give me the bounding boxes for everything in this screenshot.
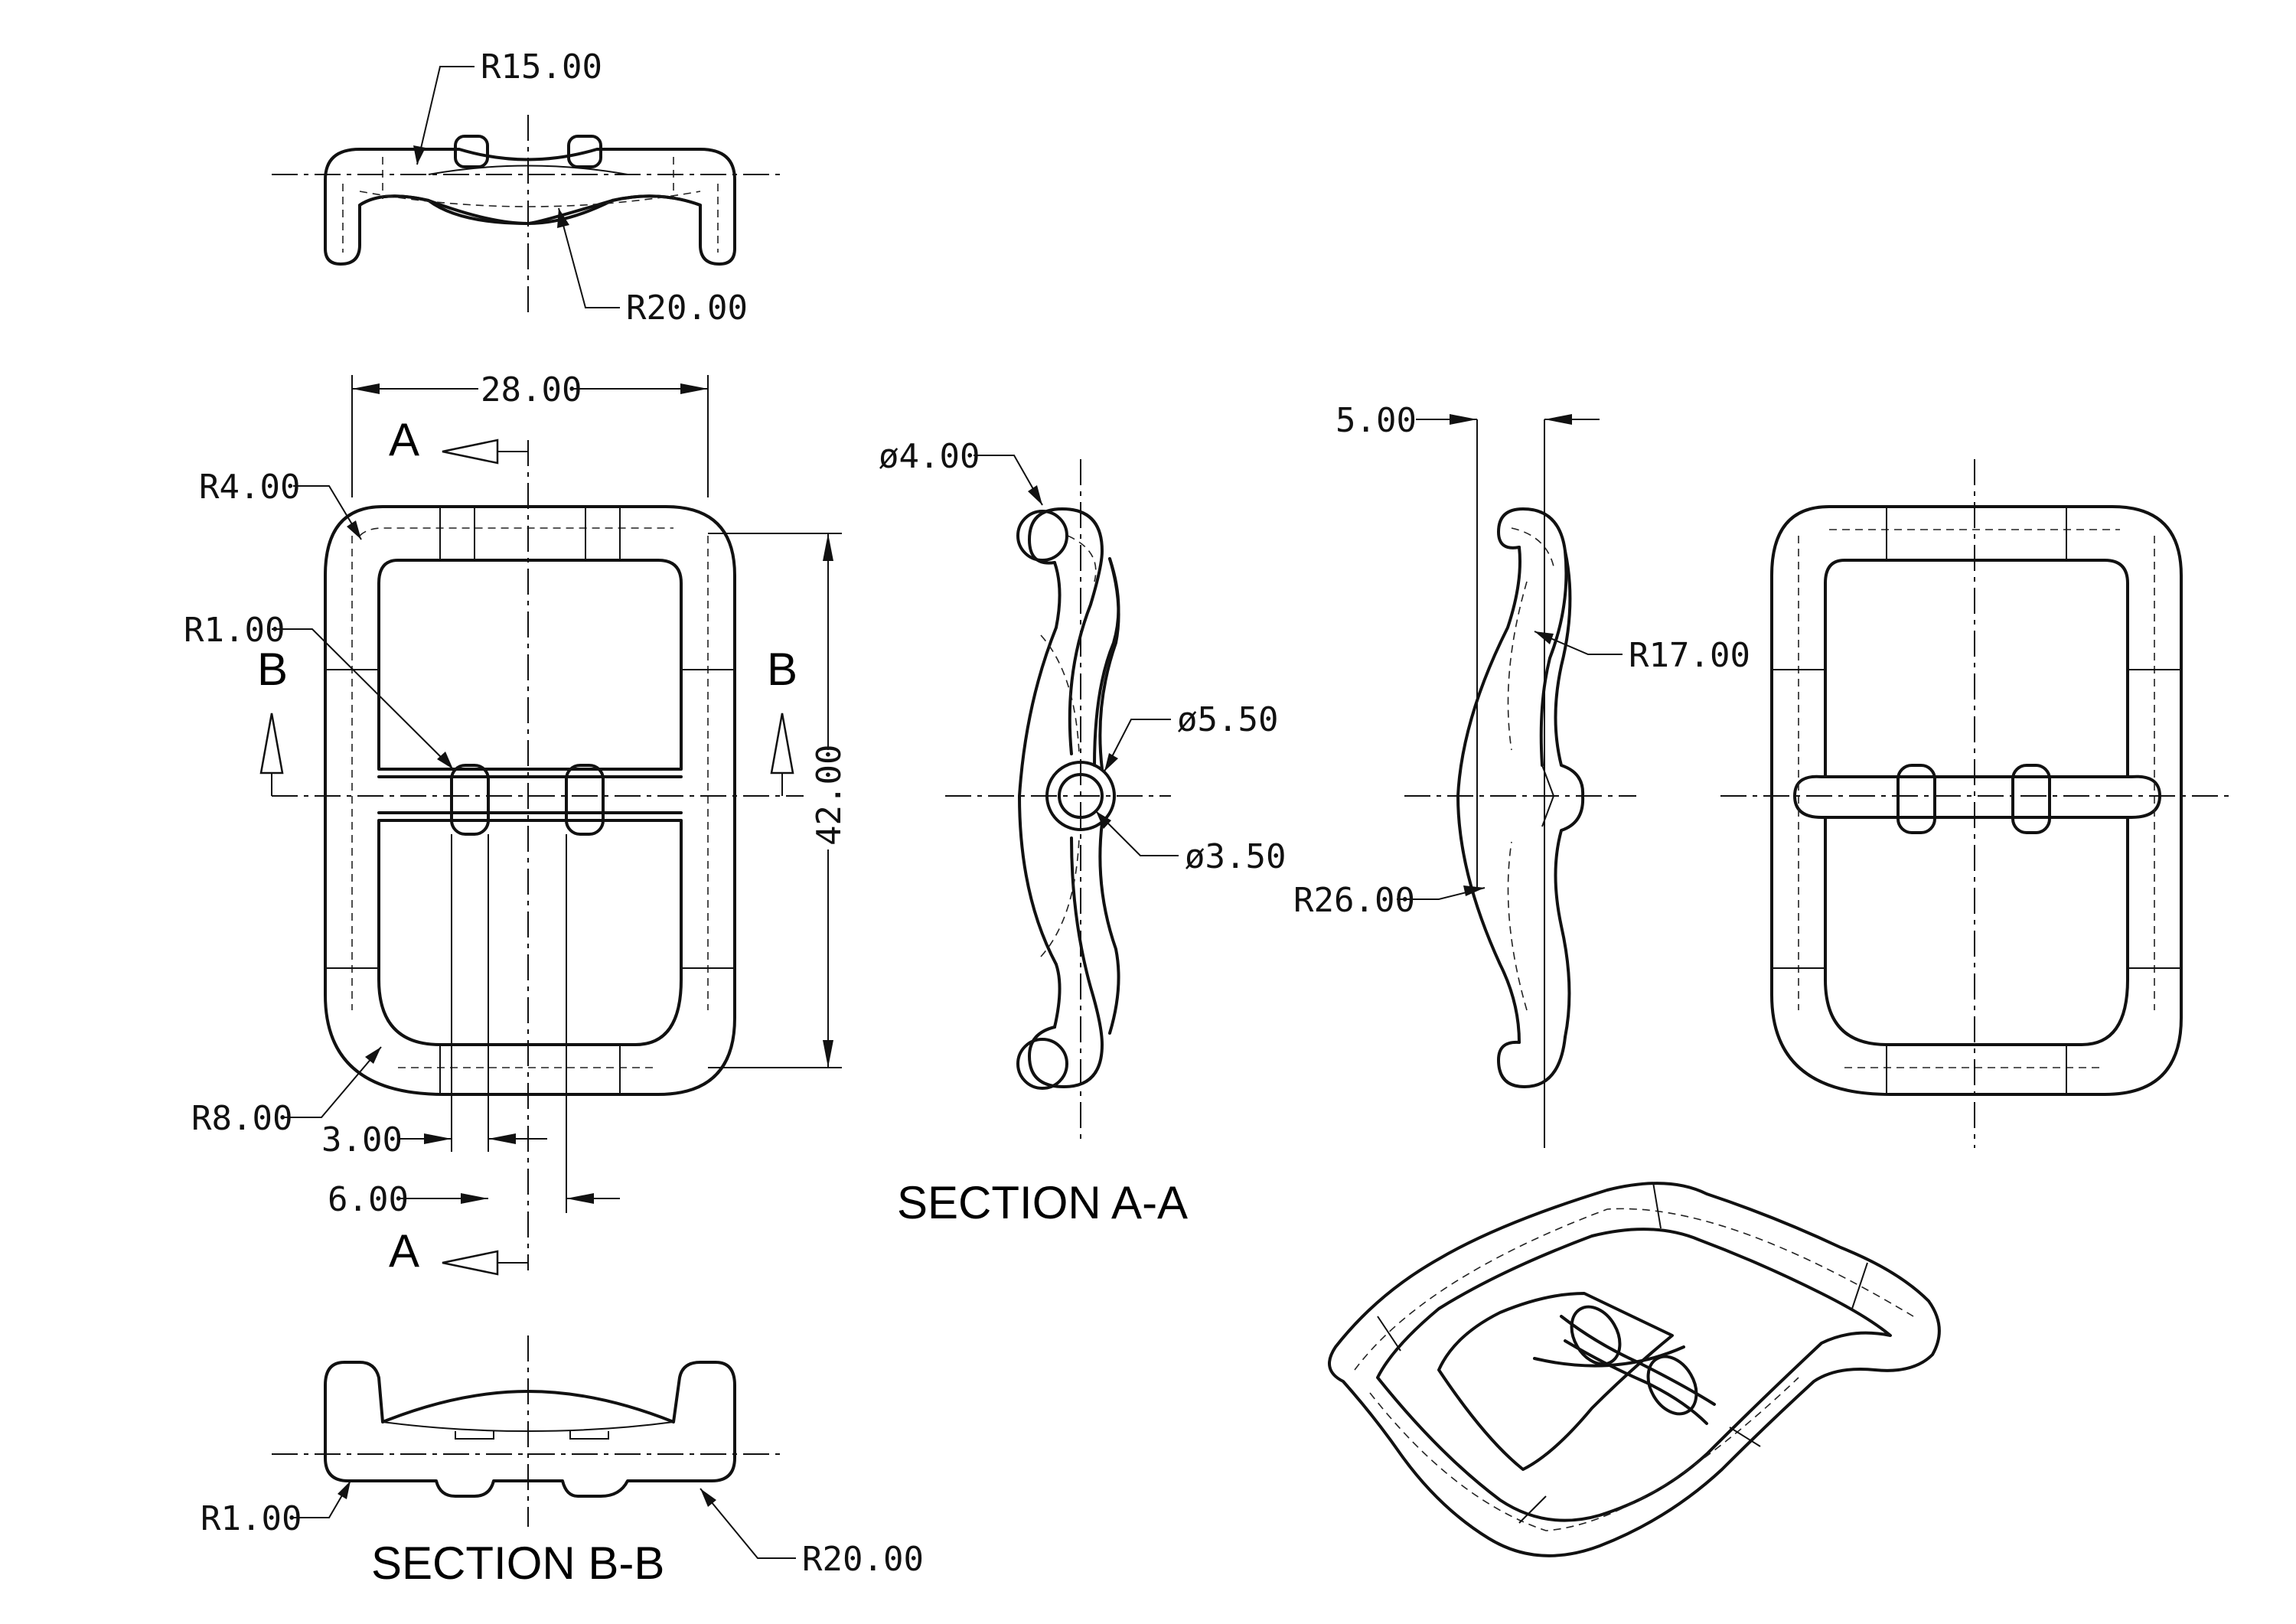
rear-view: [1720, 459, 2229, 1148]
dim-r1-front: R1.00: [184, 611, 285, 650]
section-mark-b-right: B: [767, 644, 797, 695]
dim-5: 5.00: [1336, 401, 1417, 440]
section-a-a-view: ø4.00 ø5.50 ø3.50 SECTION A-A: [879, 437, 1286, 1228]
dim-r26: R26.00: [1293, 881, 1415, 920]
dim-r4: R4.00: [199, 468, 300, 507]
dim-r8: R8.00: [191, 1099, 292, 1138]
dim-6: 6.00: [328, 1180, 409, 1219]
dim-r17: R17.00: [1629, 636, 1750, 675]
side-view: 5.00 R17.00 R26.00: [1293, 401, 1750, 1148]
dim-3: 3.00: [321, 1120, 403, 1159]
dim-dia55: ø5.50: [1177, 700, 1278, 739]
dim-height-42: 42.00: [810, 745, 849, 846]
dim-r1-section: R1.00: [201, 1499, 302, 1538]
section-aa-title: SECTION A-A: [897, 1177, 1188, 1228]
section-mark-a-bottom: A: [389, 1225, 419, 1277]
section-bb-title: SECTION B-B: [371, 1538, 664, 1589]
front-view: 28.00 42.00 R4.00 R1.00 R8.00 3.00: [184, 370, 849, 1277]
top-view: R15.00 R20.00: [272, 47, 784, 328]
dim-r20-top: R20.00: [626, 289, 748, 328]
dim-dia35: ø3.50: [1185, 837, 1286, 876]
dim-r20-section: R20.00: [802, 1540, 924, 1579]
isometric-view: [1328, 1182, 1941, 1557]
section-mark-b-left: B: [257, 644, 288, 695]
dim-width-28: 28.00: [481, 370, 582, 409]
dim-dia4: ø4.00: [879, 437, 980, 476]
dim-r15: R15.00: [481, 47, 602, 86]
section-b-b-view: R1.00 R20.00 SECTION B-B: [201, 1335, 924, 1589]
section-mark-a-top: A: [389, 414, 419, 465]
